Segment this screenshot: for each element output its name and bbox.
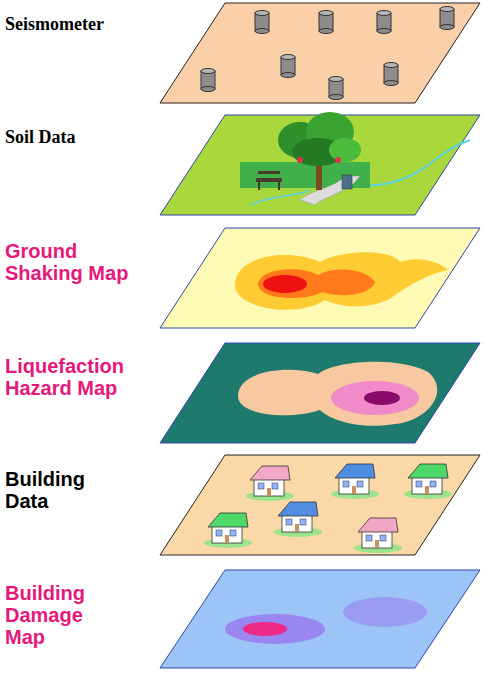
ground-shaking-layer (160, 228, 480, 328)
layer-label: Building Damage Map (5, 582, 105, 648)
layer-label: Building Data (5, 468, 105, 512)
layer-label: Soil Data (5, 128, 165, 148)
layer-label: Liquefaction Hazard Map (5, 355, 143, 399)
liquefaction-layer (160, 343, 480, 443)
building-damage-layer (160, 570, 480, 668)
layer-label: Seismometer (5, 15, 165, 35)
building-data-layer (160, 455, 480, 555)
seismometer-layer (160, 3, 480, 103)
layer-label: Ground Shaking Map (5, 240, 143, 284)
